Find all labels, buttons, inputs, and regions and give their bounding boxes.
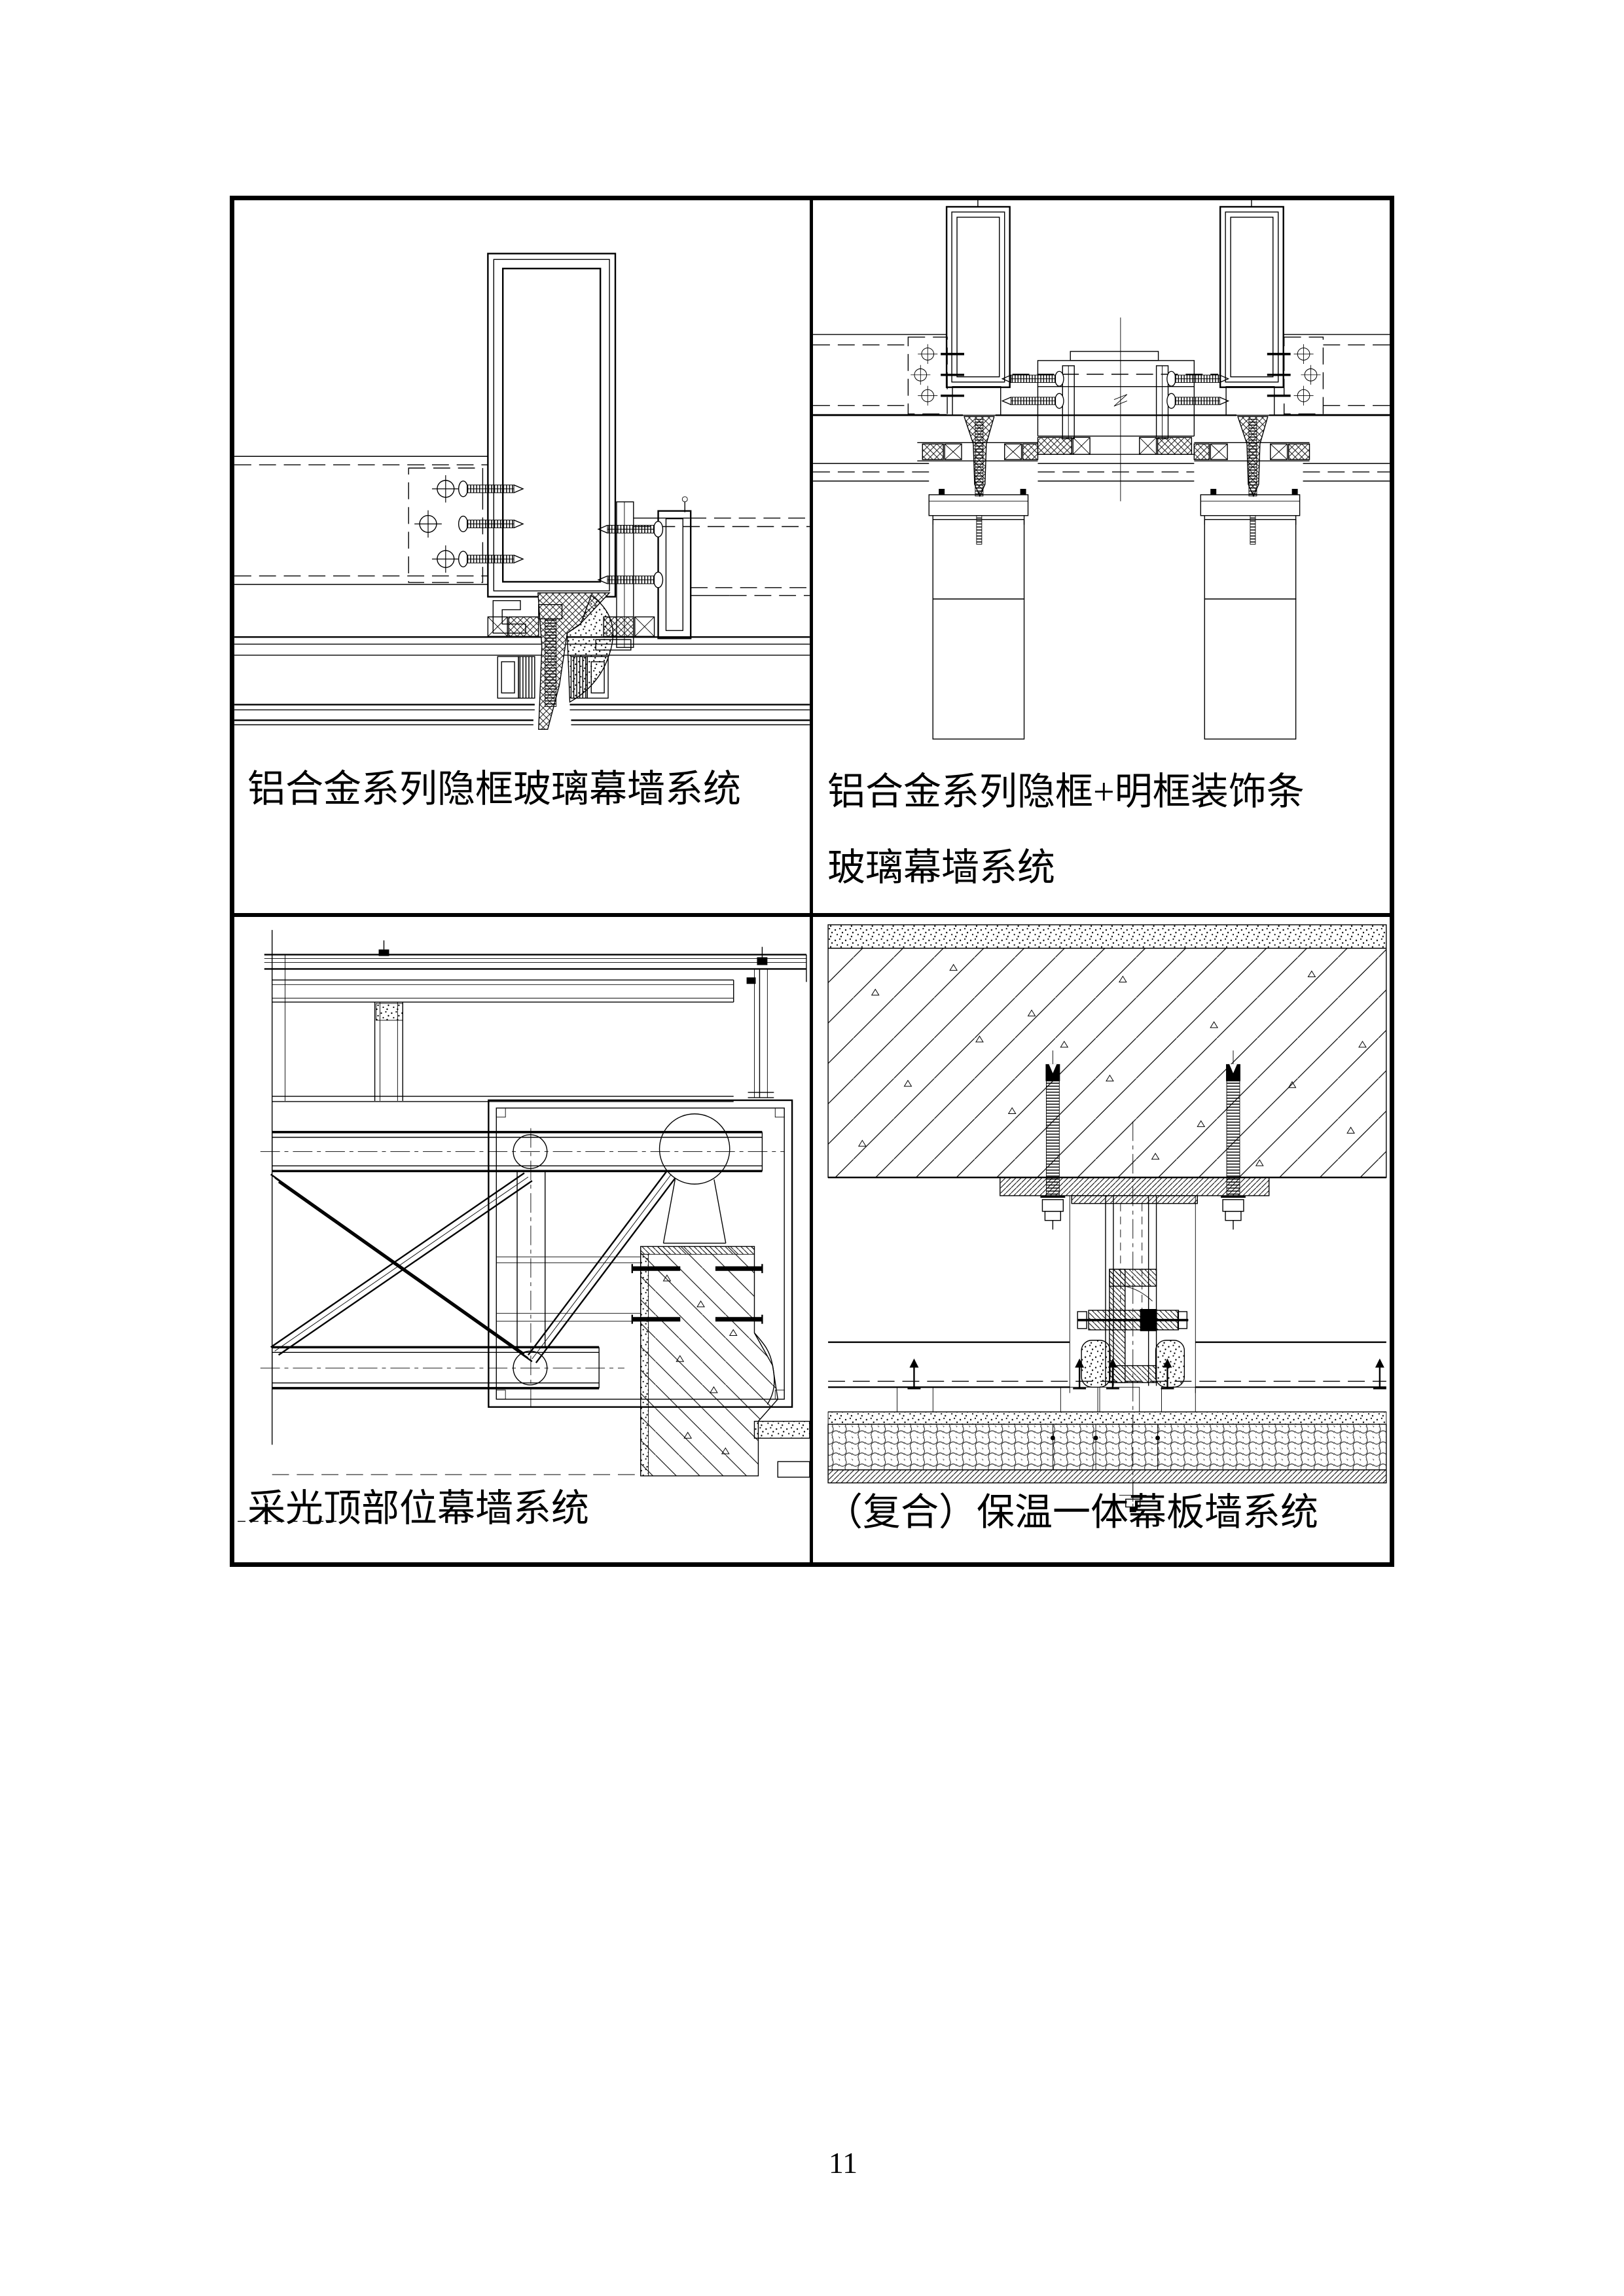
sealant-and-rods bbox=[964, 416, 1269, 545]
right-transom-profile bbox=[598, 496, 810, 648]
anchor-bolt-right bbox=[1221, 1050, 1246, 1230]
drawing-hidden-exposed-frame-section bbox=[813, 200, 1390, 740]
topping-strip bbox=[827, 924, 1387, 949]
embed-plate bbox=[1000, 1177, 1270, 1204]
insulation-layers bbox=[827, 1411, 1387, 1513]
drawing-skylight-truss-section bbox=[238, 929, 810, 1522]
details-table: 铝合金系列隐框玻璃幕墙系统 bbox=[230, 196, 1394, 1567]
caption-hidden-exposed-line1: 铝合金系列隐框+明框装饰条 bbox=[827, 770, 1305, 813]
mullion-profile bbox=[487, 253, 617, 598]
right-anchor-plate bbox=[1267, 336, 1324, 415]
page-number: 11 bbox=[828, 2146, 858, 2179]
cell-hidden-exposed-frame: 铝合金系列隐框+明框装饰条 玻璃幕墙系统 bbox=[813, 200, 1390, 917]
bracket-assembly bbox=[1077, 1268, 1189, 1388]
sealant-joint bbox=[492, 592, 632, 730]
anchor-bolt-left bbox=[1040, 1050, 1066, 1230]
left-anchor-plate bbox=[907, 336, 964, 415]
left-mullion-box bbox=[945, 200, 1011, 388]
cell-insulated-panel: （复合）保温一体幕板墙系统 bbox=[813, 917, 1390, 1562]
glass-panels bbox=[932, 519, 1297, 740]
caption-hidden-exposed-line2: 玻璃幕墙系统 bbox=[827, 846, 1056, 889]
truss-top-chord bbox=[260, 1113, 785, 1244]
cell-hidden-frame: 铝合金系列隐框玻璃幕墙系统 bbox=[234, 200, 813, 917]
center-connector bbox=[1012, 317, 1219, 501]
under-mullion-brackets bbox=[813, 386, 1390, 461]
drawing-insulated-panel-section bbox=[827, 924, 1387, 1513]
truss-web-members bbox=[270, 1128, 676, 1411]
caption-insulated-panel: （复合）保温一体幕板墙系统 bbox=[825, 1491, 1319, 1534]
cell-skylight: 采光顶部位幕墙系统 bbox=[234, 917, 813, 1562]
concrete-slab bbox=[827, 948, 1387, 1179]
truss-bottom-chord bbox=[260, 1346, 624, 1390]
left-beam-and-anchor bbox=[234, 456, 524, 585]
caption-hidden-frame: 铝合金系列隐框玻璃幕墙系统 bbox=[247, 768, 742, 810]
panel-bands bbox=[813, 463, 1390, 482]
right-mullion-box bbox=[1219, 200, 1284, 388]
concrete-parapet bbox=[238, 1246, 810, 1522]
caption-skylight: 采光顶部位幕墙系统 bbox=[247, 1487, 590, 1530]
beam-band bbox=[828, 1341, 1386, 1388]
drawing-hidden-frame-section bbox=[234, 253, 810, 730]
